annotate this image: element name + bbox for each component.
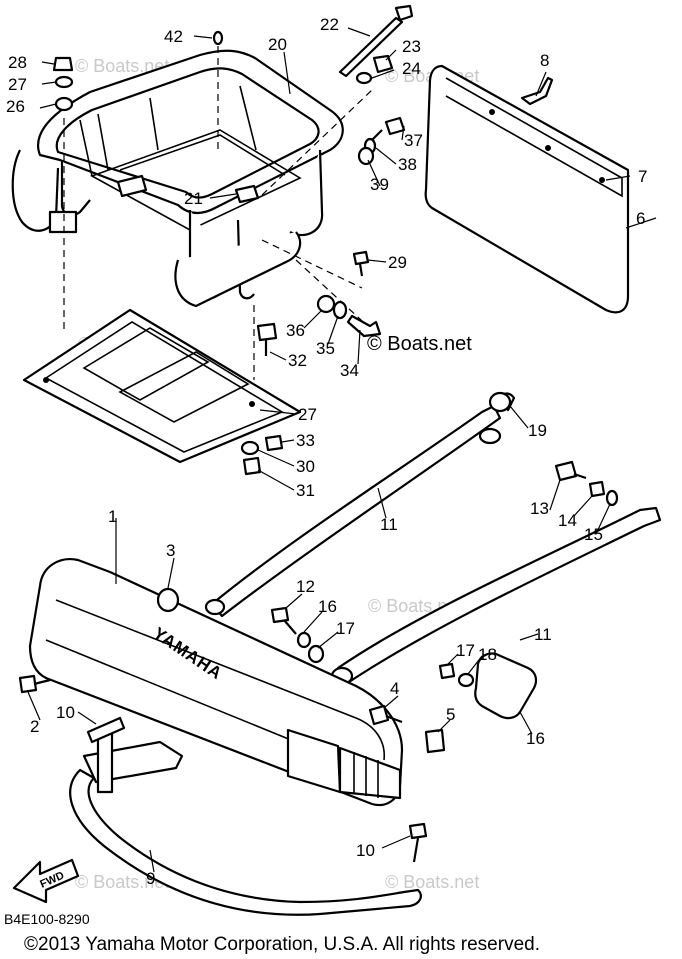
hardware (18, 4, 619, 863)
front-bumper: YAMAHA (28, 558, 404, 807)
lower-guard (69, 732, 422, 916)
leader-lines (27, 27, 657, 873)
tie-rods (204, 392, 662, 686)
mud-flap (424, 64, 630, 314)
cargo-rack (11, 49, 344, 308)
watermark: © Boats.net (385, 872, 479, 892)
watermark: © Boats.net (75, 56, 169, 76)
forward-arrow: FWD (12, 858, 80, 904)
watermark-main: © Boats.net (367, 333, 472, 355)
watermark: © Boats.net (75, 872, 169, 892)
